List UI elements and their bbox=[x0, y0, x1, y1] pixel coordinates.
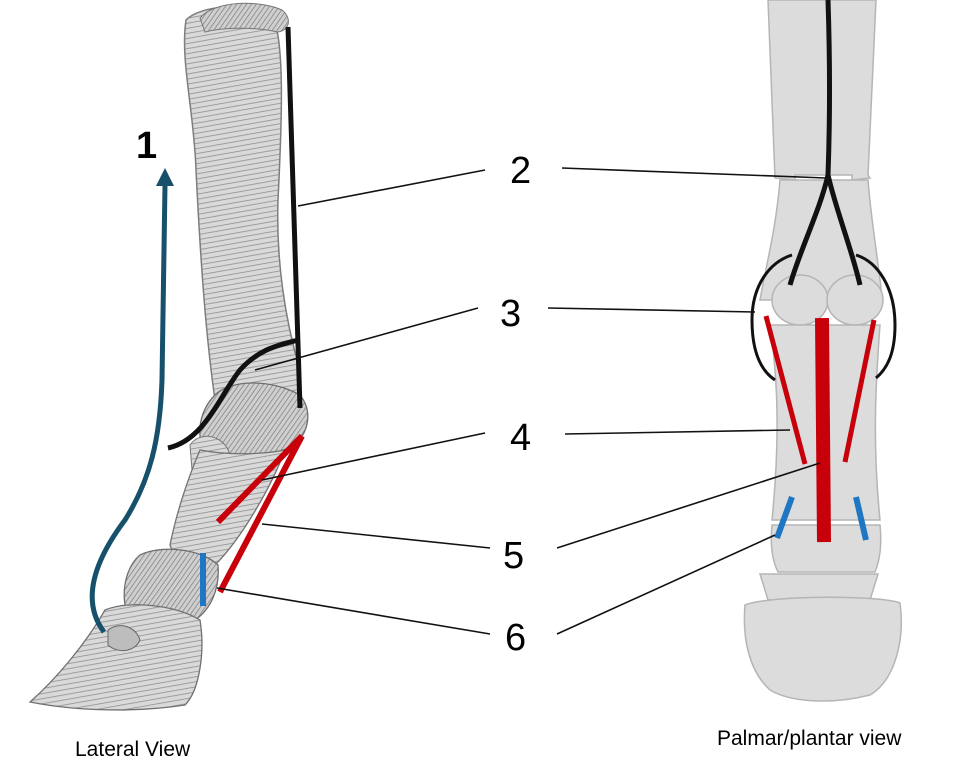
structure-5-lateral bbox=[217, 434, 305, 594]
structure-2-palmar-branch bbox=[825, 174, 863, 286]
label-6: 6 bbox=[505, 617, 526, 659]
lateral-view-illustration bbox=[28, 2, 309, 711]
structure-6-palmar-right bbox=[853, 496, 869, 541]
leader-3-left bbox=[254, 307, 479, 371]
palmar-short-pastern bbox=[770, 524, 882, 573]
structure-4-palmar-right bbox=[842, 319, 877, 463]
structure-2-lateral bbox=[285, 26, 303, 409]
palmar-sesamoid-left bbox=[771, 274, 829, 326]
structure-3-palmar-left bbox=[750, 253, 793, 382]
leader-lines bbox=[216, 167, 827, 635]
arrow-head-1 bbox=[156, 168, 174, 186]
palmar-cannon bbox=[767, 0, 877, 181]
navicular bbox=[107, 625, 141, 652]
structure-5-palmar bbox=[815, 317, 831, 543]
palmar-navicular bbox=[758, 573, 880, 601]
palmar-sesamoid-right bbox=[826, 274, 884, 326]
structure-3-palmar-right bbox=[855, 253, 897, 380]
label-2: 2 bbox=[510, 150, 531, 192]
leader-5-left bbox=[261, 523, 491, 549]
leader-3-right bbox=[547, 307, 756, 313]
label-1: 1 bbox=[136, 125, 157, 167]
palmar-view-illustration bbox=[743, 0, 902, 702]
arrow-structure-1 bbox=[89, 184, 168, 634]
leader-6-right bbox=[556, 534, 776, 635]
leader-2-left bbox=[297, 169, 486, 207]
leader-5-right bbox=[556, 462, 821, 549]
structure-2-palmar bbox=[787, 0, 832, 286]
structure-6-palmar-left bbox=[774, 495, 795, 540]
leader-6-left bbox=[216, 587, 491, 635]
leader-4-right bbox=[564, 429, 791, 435]
lateral-view-label: Lateral View bbox=[75, 738, 191, 761]
label-5: 5 bbox=[503, 535, 524, 577]
cannon-bone bbox=[183, 5, 301, 409]
label-4: 4 bbox=[510, 417, 531, 459]
carpal-knob bbox=[199, 2, 289, 33]
label-3: 3 bbox=[500, 293, 521, 335]
structure-4-lateral bbox=[215, 433, 305, 525]
coffin-bone bbox=[28, 604, 203, 711]
leader-2-right bbox=[561, 167, 827, 179]
structure-3-lateral bbox=[167, 337, 299, 451]
leader-4-left bbox=[261, 432, 486, 481]
structure-4-palmar-left bbox=[763, 315, 808, 465]
palmar-view-label: Palmar/plantar view bbox=[717, 727, 902, 750]
palmar-coffin-bone bbox=[743, 596, 902, 702]
